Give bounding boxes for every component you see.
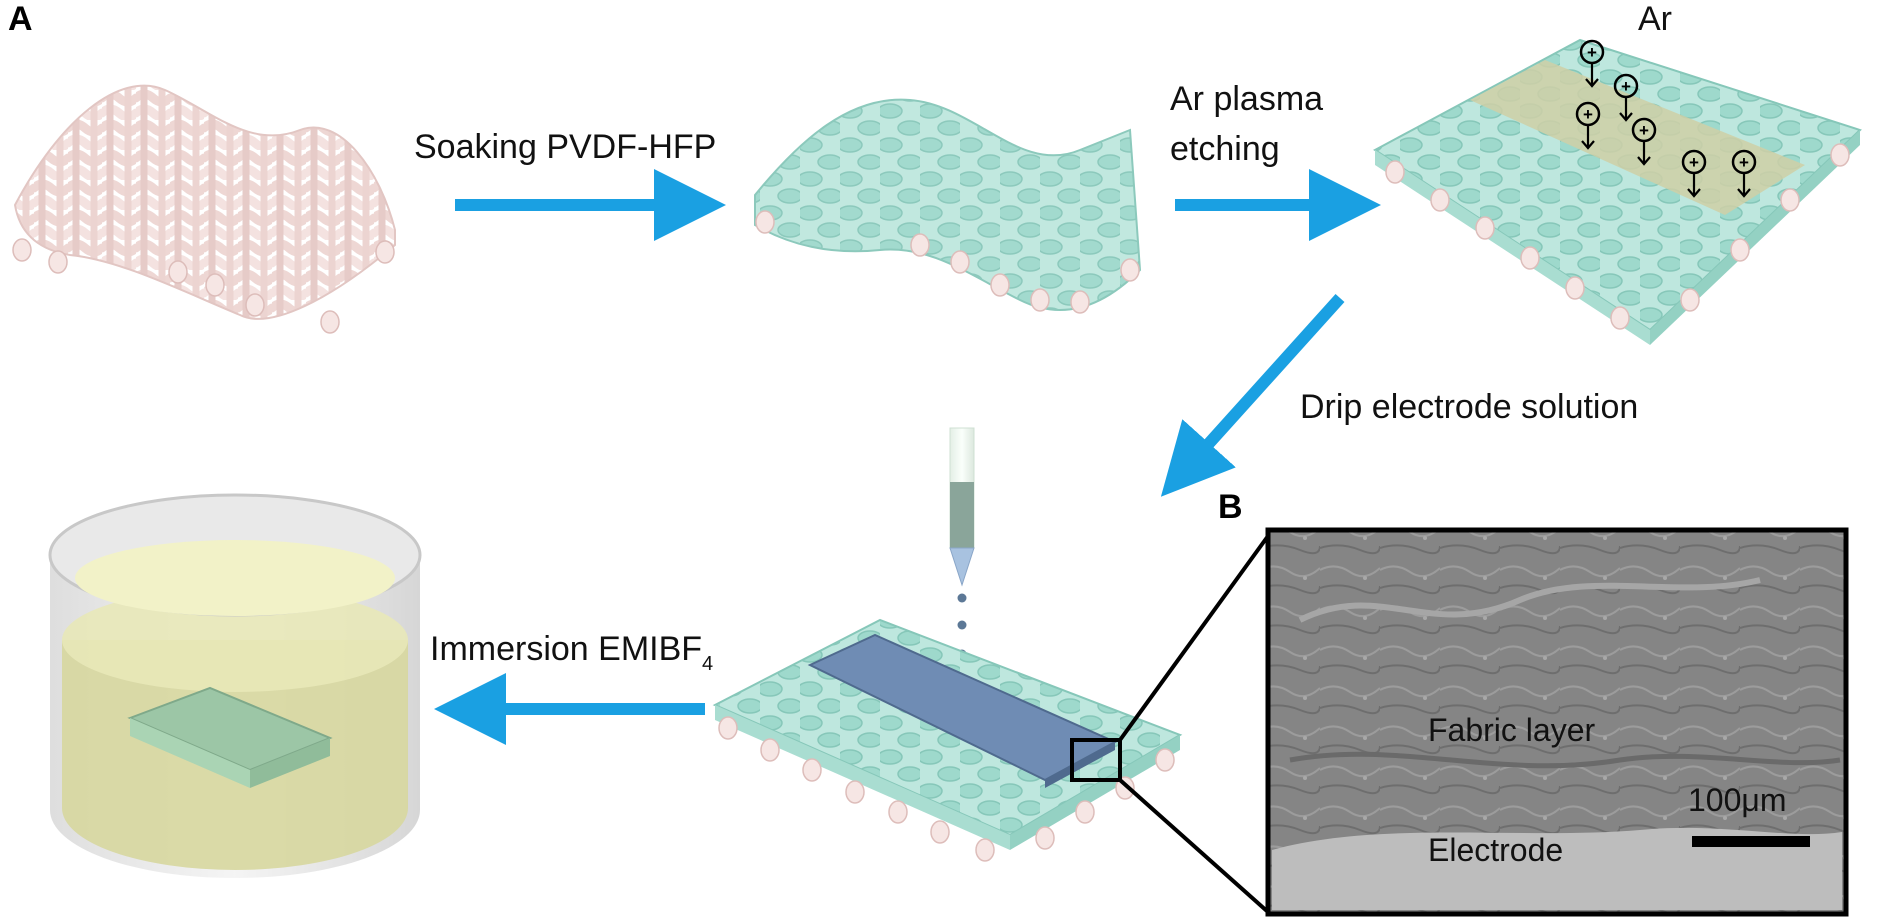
ar-ion: + [1575, 101, 1601, 150]
scale-bar-label: 100μm [1688, 782, 1787, 818]
scale-bar [1692, 836, 1810, 847]
step-label-soaking: Soaking PVDF-HFP [414, 128, 717, 166]
ar-ion: + [1681, 149, 1707, 198]
svg-text:+: + [1739, 153, 1749, 172]
immersion-subscript: 4 [702, 653, 714, 675]
submerged-device [127, 686, 333, 788]
ar-ion: + [1613, 73, 1639, 122]
step-label-plasma-line1: Ar plasma [1170, 80, 1324, 118]
arrow-drip [1160, 293, 1345, 497]
zoom-lines [1118, 534, 1270, 914]
sem-label-electrode: Electrode [1428, 832, 1564, 868]
etched-fabric-illustration [1373, 38, 1862, 345]
immersion-cup [48, 493, 422, 878]
svg-text:+: + [1621, 77, 1631, 96]
pipette [949, 427, 975, 587]
electrode-region [1272, 827, 1842, 910]
argon-ions: + + + + + + [1575, 39, 1757, 198]
flow-arrows [434, 169, 1381, 745]
step-label-plasma-line2: etching [1170, 130, 1280, 168]
svg-text:+: + [1689, 153, 1699, 172]
ar-ion: + [1731, 149, 1757, 198]
step-label-drip: Drip electrode solution [1300, 388, 1639, 426]
panel-label-b: B [1218, 488, 1243, 526]
ar-ion: + [1631, 117, 1657, 166]
svg-text:+: + [1587, 43, 1597, 62]
ar-ion: + [1579, 39, 1605, 88]
coated-fabric-illustration [754, 98, 1142, 314]
immersion-text: Immersion EMIBF [430, 630, 703, 668]
panel-label-a: A [8, 0, 33, 38]
sem-label-fabric: Fabric layer [1428, 712, 1596, 748]
raw-fabric-illustration [12, 84, 396, 334]
electrode-on-fabric [712, 618, 1183, 862]
sem-image [1265, 527, 1849, 917]
svg-text:+: + [1583, 105, 1593, 124]
ar-label: Ar [1638, 0, 1672, 38]
svg-text:+: + [1639, 121, 1649, 140]
step-label-immersion: Immersion EMIBF4 [430, 630, 713, 676]
zoom-box [1070, 738, 1122, 782]
